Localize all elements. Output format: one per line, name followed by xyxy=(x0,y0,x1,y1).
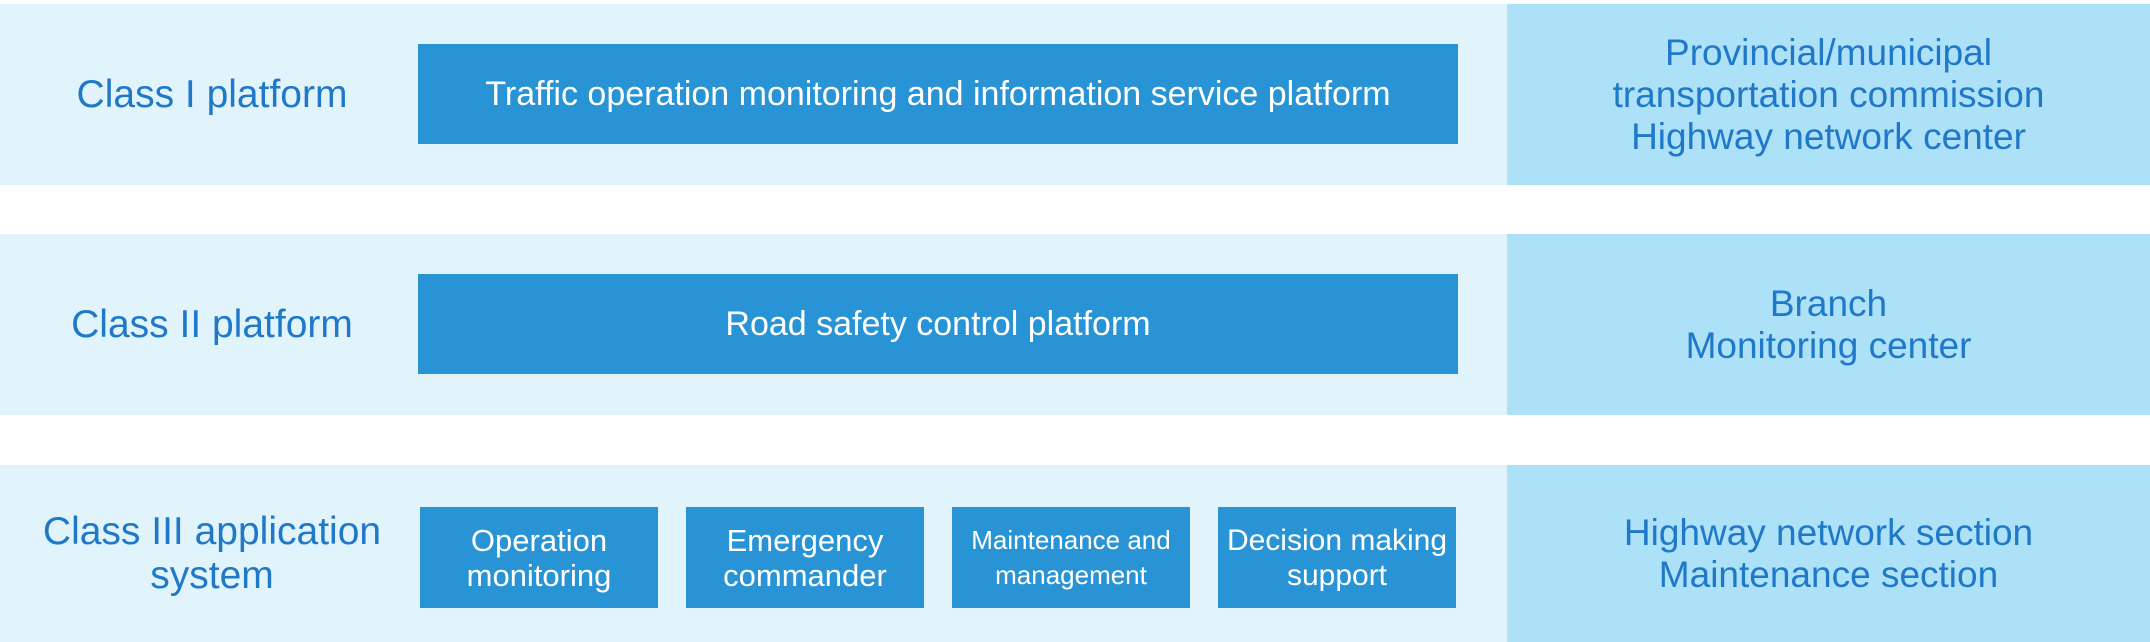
org-line: Highway network center xyxy=(1631,115,2026,157)
org-line: Provincial/municipal xyxy=(1665,31,1992,73)
platform-box-traffic-monitoring: Traffic operation monitoring and informa… xyxy=(418,44,1458,144)
module-box-operation-monitoring: Operation monitoring xyxy=(420,507,658,608)
org-line: Highway network section xyxy=(1623,511,2034,553)
tier-class-iii: Class III application system Operation m… xyxy=(0,465,2150,642)
module-box-maintenance-management: Maintenance and management xyxy=(952,507,1190,608)
tier-class-ii: Class II platform Road safety control pl… xyxy=(0,234,2150,415)
module-box-emergency-commander: Emergency commander xyxy=(686,507,924,608)
org-line: transportation commission xyxy=(1612,73,2045,115)
org-panel-branch: Branch Monitoring center xyxy=(1507,234,2150,415)
tier-label-class-iii: Class III application system xyxy=(0,465,424,642)
org-line: Branch xyxy=(1769,282,1888,324)
org-line: Monitoring center xyxy=(1685,324,1972,366)
module-box-decision-support: Decision making support xyxy=(1218,507,1456,608)
tier-label-line: system xyxy=(150,553,274,597)
tier-class-i: Class I platform Traffic operation monit… xyxy=(0,4,2150,185)
tier-label-class-i: Class I platform xyxy=(76,72,348,116)
org-line: Maintenance section xyxy=(1658,553,1999,595)
org-panel-section: Highway network section Maintenance sect… xyxy=(1507,465,2150,642)
tier-label-line: Class III application xyxy=(42,509,382,553)
tier-label-class-ii: Class II platform xyxy=(71,302,353,346)
org-panel-provincial: Provincial/municipal transportation comm… xyxy=(1507,4,2150,185)
platform-box-road-safety: Road safety control platform xyxy=(418,274,1458,374)
